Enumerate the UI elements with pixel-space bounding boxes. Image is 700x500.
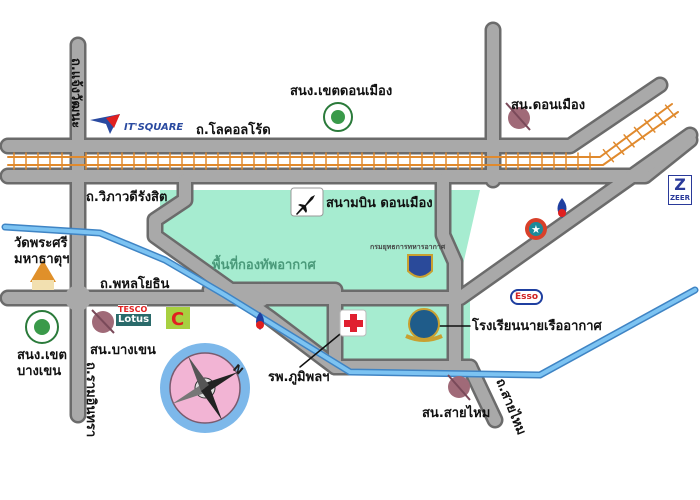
tops-logo-icon: C (166, 307, 190, 330)
railway-tie (633, 126, 646, 141)
road-label-chaengwattana: ถ.แจ้งวัฒนะ (68, 58, 83, 129)
esso-logo: Esso (510, 289, 544, 305)
road-label-ramintra: ถ.รามอินทรา (83, 362, 98, 438)
district-office-bangkhen-label-line1: สนง.เขต (17, 348, 67, 363)
hospital-icon (339, 309, 367, 337)
itsquare-logo-icon (90, 114, 120, 134)
railway-tie (613, 141, 625, 156)
svg-text:C: C (171, 309, 184, 330)
ptt-station-icon (557, 198, 567, 218)
academy-label: โรงเรียนนายเรืออากาศ (472, 319, 602, 334)
district-office-bangkhen-label-line2: บางเขน (17, 364, 62, 379)
airforce-ops-label: กรมยุทธการทหารอากาศ (370, 243, 446, 251)
police-emblem-bangkhen-icon (91, 309, 115, 334)
tesco-logo-top: TESCO (118, 305, 148, 314)
caltex-station-icon: ★ (525, 218, 547, 240)
airforce-area-label: พื้นที่กองทัพอากาศ (212, 258, 316, 273)
zeer-logo-text: ZEER (669, 194, 691, 202)
temple-label-line2: มหาธาตุฯ (14, 252, 70, 267)
district-seal-bangkhen-icon (25, 310, 59, 344)
railway-tie (664, 104, 677, 118)
airforce-shield-icon (407, 254, 433, 278)
tesco-lotus-logo: Lotus (116, 314, 152, 326)
road-label-viphavadi: ถ.วิภาวดีรังสิต (86, 190, 168, 205)
airport-label: สนามบิน ดอนเมือง (326, 196, 433, 211)
district-office-donmueang-label: สนง.เขตดอนเมือง (290, 84, 393, 99)
temple-icon (30, 260, 56, 290)
airport-icon (290, 187, 324, 217)
road-inner-middle (204, 284, 341, 373)
railway-tie (644, 119, 656, 133)
roads (2, 24, 696, 426)
road-label-local-road: ถ.โลคอลโร้ด (196, 123, 271, 138)
road-local (2, 79, 666, 152)
police-emblem-saimai-icon (447, 374, 471, 401)
svg-text:★: ★ (531, 223, 541, 236)
railway-tie (654, 111, 666, 126)
road-label-phahonyothin: ถ.พหลโยธิน (100, 277, 170, 292)
railway-tie (623, 134, 635, 148)
hospital-pointer (299, 329, 346, 368)
compass-rose-icon (160, 343, 250, 433)
police-emblem-donmueang-icon (505, 102, 531, 131)
airforce-area-zone (160, 190, 480, 372)
district-seal-donmueang-icon (323, 102, 353, 132)
ptt-station-icon (256, 312, 264, 330)
police-station-bangkhen-label: สน.บางเขน (90, 343, 156, 358)
hospital-label: รพ.ภูมิพลฯ (268, 370, 330, 385)
police-station-saimai-label: สน.สายไหม (422, 406, 491, 421)
railway-tie (602, 148, 615, 163)
police-station-donmueang-label: สน.ดอนเมือง (511, 98, 586, 113)
temple-label-line1: วัดพระศรี (14, 236, 68, 251)
road-inner-east (437, 174, 461, 373)
academy-emblem-icon (405, 308, 443, 342)
itsquare-logo-text: IT'SQUARE (124, 122, 184, 133)
